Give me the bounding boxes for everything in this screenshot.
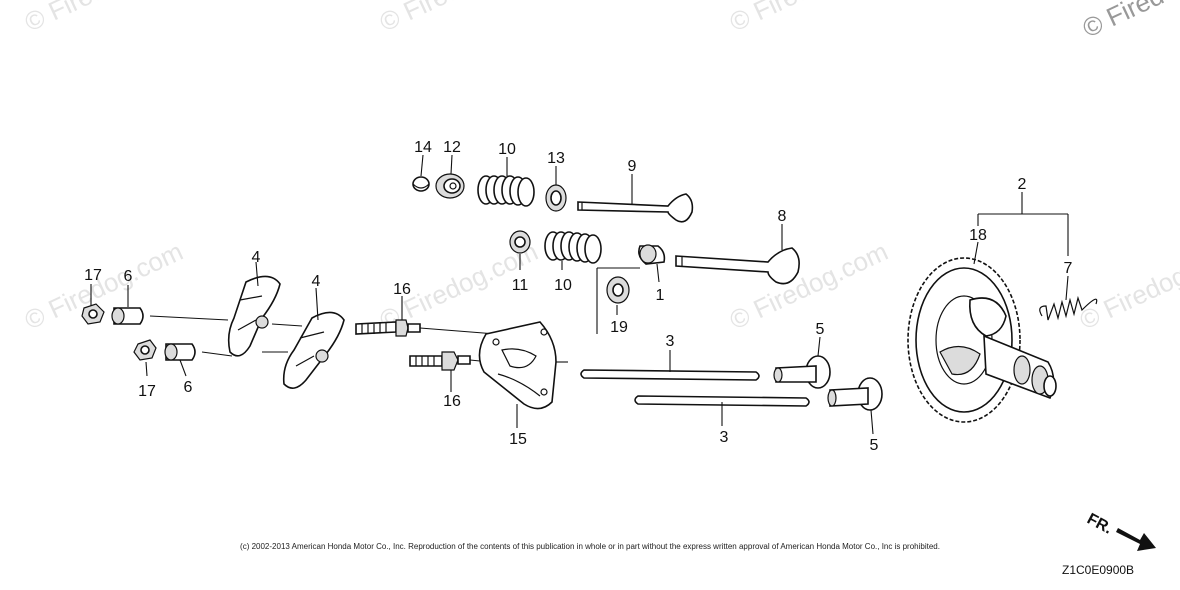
- watermark-text: © Firedog.com: [20, 236, 188, 335]
- callout-16: 16: [393, 281, 411, 298]
- front-label: FR.: [1084, 511, 1115, 538]
- leader-lines: [90, 154, 1069, 435]
- callout-3: 3: [666, 333, 675, 350]
- watermark-text: © Firedog.com: [725, 236, 893, 335]
- part-seal-19: [596, 267, 640, 334]
- watermark-text: © Firedog.com: [725, 0, 893, 37]
- part-camshaft-2: [983, 334, 1057, 400]
- front-arrow-icon: [1116, 528, 1156, 551]
- callout-2: 2: [1018, 176, 1027, 193]
- part-camshaft-gear-18: [907, 257, 1021, 423]
- callout-5: 5: [816, 321, 825, 338]
- part-rocker-arm-4-left: [227, 275, 281, 357]
- part-valve-cap-14: [412, 176, 430, 192]
- callout-13: 13: [547, 150, 565, 167]
- part-rocker-arm-4-right: [282, 311, 345, 389]
- watermark-corner: © Firedog: [1078, 0, 1180, 43]
- part-intake-valve-9: [577, 193, 694, 223]
- watermark-text: © Firedog.com: [375, 0, 543, 37]
- callout-12: 12: [443, 139, 461, 156]
- part-retainer-11: [509, 230, 531, 254]
- callout-17: 17: [138, 383, 156, 400]
- part-guide-plate-15: [478, 321, 557, 410]
- part-valve-spring-10-lower: [544, 231, 602, 264]
- part-spring-7: [1039, 295, 1098, 321]
- part-push-rod-3-upper: [580, 369, 760, 381]
- callout-15: 15: [509, 431, 527, 448]
- part-exhaust-valve-8: [675, 247, 800, 285]
- callout-4: 4: [312, 273, 321, 290]
- callout-10: 10: [554, 277, 572, 294]
- part-valve-spring-10-upper: [477, 175, 535, 207]
- callout-3: 3: [720, 429, 729, 446]
- part-pivot-6-lower: [164, 343, 196, 361]
- part-tappet-5-upper: [773, 355, 831, 389]
- callout-10: 10: [498, 141, 516, 158]
- watermark-text: © Firedog.com: [1075, 236, 1180, 335]
- callout-19: 19: [610, 319, 628, 336]
- front-direction-marker: FR.: [1084, 511, 1156, 551]
- callout-labels: 14 12 10 13 9 8 11 10 1 19 2 18 7 17 6 1…: [84, 139, 1072, 454]
- callout-11: 11: [512, 277, 529, 294]
- callout-4: 4: [252, 249, 261, 266]
- diagram-code: Z1C0E0900B: [1062, 563, 1134, 577]
- callout-14: 14: [414, 139, 432, 156]
- callout-1: 1: [656, 287, 665, 304]
- callout-8: 8: [778, 208, 787, 225]
- callout-17: 17: [84, 267, 102, 284]
- callout-5: 5: [870, 437, 879, 454]
- copyright-notice: (c) 2002-2013 American Honda Motor Co., …: [240, 542, 940, 551]
- callout-18: 18: [969, 227, 987, 244]
- watermark-text: © Firedog.com: [20, 0, 188, 37]
- part-stud-16-upper: [355, 319, 421, 337]
- part-pivot-6-upper: [111, 307, 144, 325]
- callout-16: 16: [443, 393, 461, 410]
- callout-9: 9: [628, 158, 637, 175]
- part-valve-guide-1: [638, 244, 666, 265]
- part-retainer-12: [435, 173, 465, 199]
- callout-7: 7: [1064, 260, 1073, 277]
- part-nut-17-lower: [133, 339, 157, 361]
- part-tappet-5-lower: [827, 377, 883, 411]
- part-stud-16-lower: [409, 351, 471, 371]
- part-nut-17-upper: [81, 303, 105, 325]
- part-push-rod-3-lower: [634, 395, 810, 407]
- callout-6: 6: [184, 379, 193, 396]
- callout-6: 6: [124, 268, 133, 285]
- part-spring-seat-13: [545, 184, 567, 212]
